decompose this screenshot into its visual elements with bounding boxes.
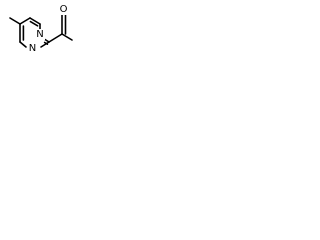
atom-label-n1: N xyxy=(36,29,43,40)
molecule-drawing: N N O xyxy=(9,4,73,54)
chemical-structure-diagram: N N O xyxy=(0,0,83,65)
atom-label-o: O xyxy=(60,4,68,15)
bond-c5-c6 xyxy=(29,17,41,25)
bond-c5-c6-inner xyxy=(29,20,39,27)
atom-label-n3: N xyxy=(29,43,36,54)
bond-n3-c4 xyxy=(19,41,27,48)
bond-methyl xyxy=(9,17,21,25)
bond-c2-n3 xyxy=(40,41,50,48)
bond-c4-c5 xyxy=(19,17,31,25)
bond-c2-carbonyl xyxy=(48,33,63,43)
bond-carbonyl-methyl xyxy=(61,33,73,41)
